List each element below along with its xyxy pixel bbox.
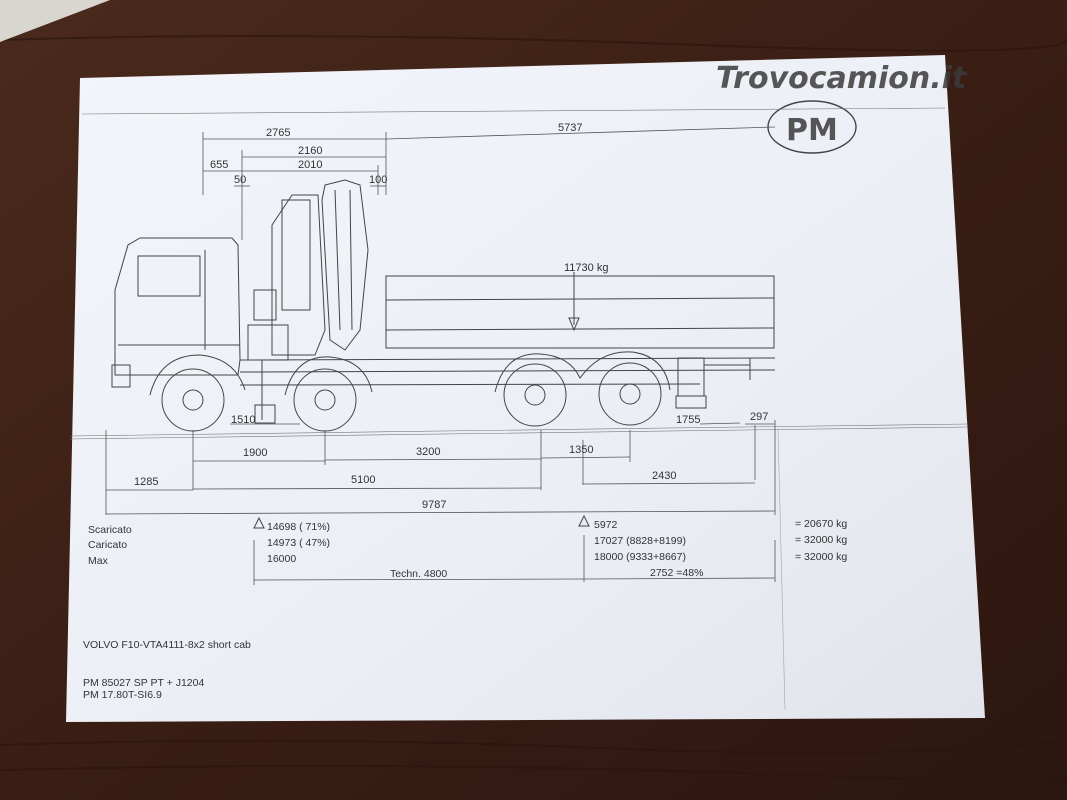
weights-table: Scaricato Caricato Max 14698 ( 71%) 1497… [88, 514, 847, 585]
dim-100: 100 [369, 174, 387, 186]
total-weight-0: = 20670 kg [795, 518, 847, 530]
wood-grain [0, 35, 1067, 783]
dim-2765: 2765 [266, 127, 290, 139]
dim-655: 655 [210, 159, 228, 171]
wheel-rear-2 [598, 362, 662, 426]
weight-label-1: Caricato [88, 539, 127, 551]
dim-1510: 1510 [231, 414, 255, 426]
pm-logo: PM [767, 100, 857, 154]
ratio-label: 2752 =48% [650, 567, 703, 579]
rear-weight-0: 5972 [594, 519, 618, 531]
weight-label-2: Max [88, 555, 109, 567]
paper-sheet [66, 55, 985, 722]
rear-axle-arrow-icon [578, 514, 590, 527]
dim-2160: 2160 [298, 145, 322, 157]
front-weight-0: 14698 ( 71%) [267, 521, 330, 533]
wheel-rear-1 [503, 363, 567, 427]
dim-1755: 1755 [676, 414, 700, 426]
svg-text:PM: PM [786, 113, 838, 148]
weight-label-0: Scaricato [88, 524, 132, 536]
dim-2430: 2430 [652, 470, 676, 482]
crane-line-1: PM 17.80T-SI6.9 [83, 689, 162, 701]
techn-label: Techn. 4800 [390, 568, 447, 580]
dim-1350: 1350 [569, 444, 593, 456]
dim-9787: 9787 [422, 499, 446, 511]
dim-297: 297 [750, 411, 768, 423]
watermark: Trovocamion.it [716, 61, 968, 96]
total-weight-1: = 32000 kg [795, 534, 847, 546]
dim-50: 50 [234, 174, 246, 186]
front-weight-1: 14973 ( 47%) [267, 537, 330, 549]
model-label: VOLVO F10-VTA4111-8x2 short cab [83, 639, 251, 651]
rear-weight-1: 17027 (8828+8199) [594, 535, 686, 547]
dim-3200: 3200 [416, 446, 440, 458]
truck-drawing: 11730 kg [111, 179, 776, 432]
crane-line-0: PM 85027 SP PT + J1204 [83, 677, 204, 689]
dim-5737: 5737 [558, 122, 582, 134]
corner-object [0, 0, 110, 42]
dim-1900: 1900 [243, 447, 267, 459]
rear-weight-2: 18000 (9333+8667) [594, 551, 686, 563]
total-weight-2: = 32000 kg [795, 551, 847, 563]
front-axle-arrow-icon [253, 516, 265, 529]
dim-5100: 5100 [351, 474, 375, 486]
dim-1285: 1285 [134, 476, 158, 488]
dimensions-bottom: 1510 1755 297 1900 3200 1350 1285 5100 2… [105, 411, 776, 515]
front-weight-2: 16000 [267, 553, 296, 565]
dimensions-top: 2765 5737 2160 655 2010 50 100 [202, 122, 776, 240]
dim-2010: 2010 [298, 159, 322, 171]
load-label: 11730 kg [564, 262, 608, 274]
